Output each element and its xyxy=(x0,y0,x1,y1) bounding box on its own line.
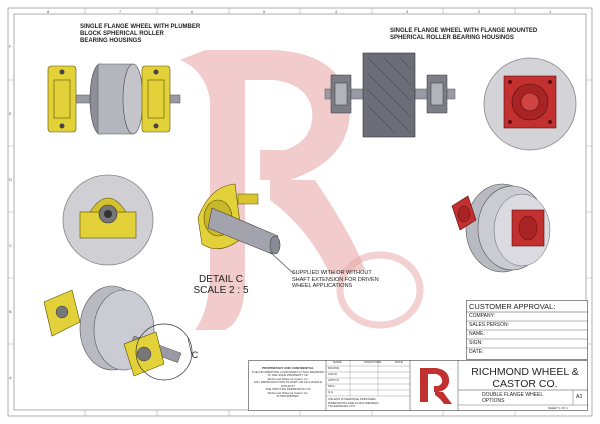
frame-col-3: 3 xyxy=(406,9,409,14)
sheet-size: A3 xyxy=(576,394,583,400)
frame-row-a: A xyxy=(9,375,12,380)
customer-approval-title: CUSTOMER APPROVAL: xyxy=(469,302,556,311)
detail-c-callout-letter: C xyxy=(191,350,199,360)
end-view-flange-housing xyxy=(483,57,577,151)
watermark-logo xyxy=(180,50,424,330)
table-header-date: DATE xyxy=(395,360,403,364)
table-row-drawn: DRAWN xyxy=(328,366,340,370)
right-view-title: SINGLE FLANGE WHEEL WITH FLANGE MOUNTED … xyxy=(390,28,538,41)
frame-row-c: C xyxy=(9,243,12,248)
section-view-flange-housing xyxy=(324,52,456,138)
front-view-plumber-block xyxy=(47,63,181,135)
frame-col-5: 5 xyxy=(263,9,266,14)
detail-c-callout-circle xyxy=(135,323,193,381)
end-view-plumber-block xyxy=(62,174,154,266)
confidential-notice: PROPRIETARY AND CONFIDENTIAL THE INFORMA… xyxy=(251,366,325,398)
left-view-title: SINGLE FLANGE WHEEL WITH PLUMBER BLOCK S… xyxy=(80,24,201,44)
approval-field-sales-person: SALES PERSON: xyxy=(469,322,510,328)
frame-row-e: E xyxy=(9,111,12,116)
frame-col-6: 6 xyxy=(191,9,194,14)
table-row-mfg: MFG xyxy=(328,384,335,388)
approval-field-company: COMPANY: xyxy=(469,313,496,319)
approval-field-name: NAME: xyxy=(469,331,485,337)
table-header-name: NAME xyxy=(333,360,342,364)
frame-row-d: D xyxy=(9,177,12,182)
detail-c-title: DETAIL C SCALE 2 : 5 xyxy=(193,274,249,296)
frame-col-4: 4 xyxy=(335,9,338,14)
isometric-flange-wheel xyxy=(451,183,551,273)
frame-row-b: B xyxy=(9,309,12,314)
sheet-number: SHEET 1 OF 1 xyxy=(548,406,568,410)
company-logo xyxy=(420,368,452,404)
table-row-checked: CHK'D xyxy=(328,372,338,376)
drawing-title: DOUBLE FLANGE WHEEL OPTIONS xyxy=(482,392,544,404)
frame-col-2: 2 xyxy=(478,9,481,14)
frame-col-7: 7 xyxy=(119,9,122,14)
customer-approval-box xyxy=(466,300,588,360)
frame-col-1: 1 xyxy=(549,9,552,14)
detail-c-shaft-extension xyxy=(197,183,281,255)
title-block xyxy=(248,360,588,411)
detail-leader-line xyxy=(269,251,295,275)
shaft-extension-note: SUPPLIED WITH OR WITHOUT SHAFT EXTENSION… xyxy=(292,270,379,289)
frame-col-8: 8 xyxy=(47,9,50,14)
approval-field-sign: SIGN: xyxy=(469,340,483,346)
frame-row-f: F xyxy=(9,44,12,49)
table-header-signature: SIGNATURE xyxy=(364,360,382,364)
table-row-approved: APPV'D xyxy=(328,378,339,382)
isometric-plumber-wheel xyxy=(43,285,182,377)
company-name: RICHMOND WHEEL & CASTOR CO. xyxy=(471,366,579,390)
table-row-qa: Q.A xyxy=(328,390,334,394)
tolerance-note: UNLESS OTHERWISE SPECIFIED: DIMENSIONS A… xyxy=(328,397,379,408)
approval-field-date: DATE: xyxy=(469,349,484,355)
